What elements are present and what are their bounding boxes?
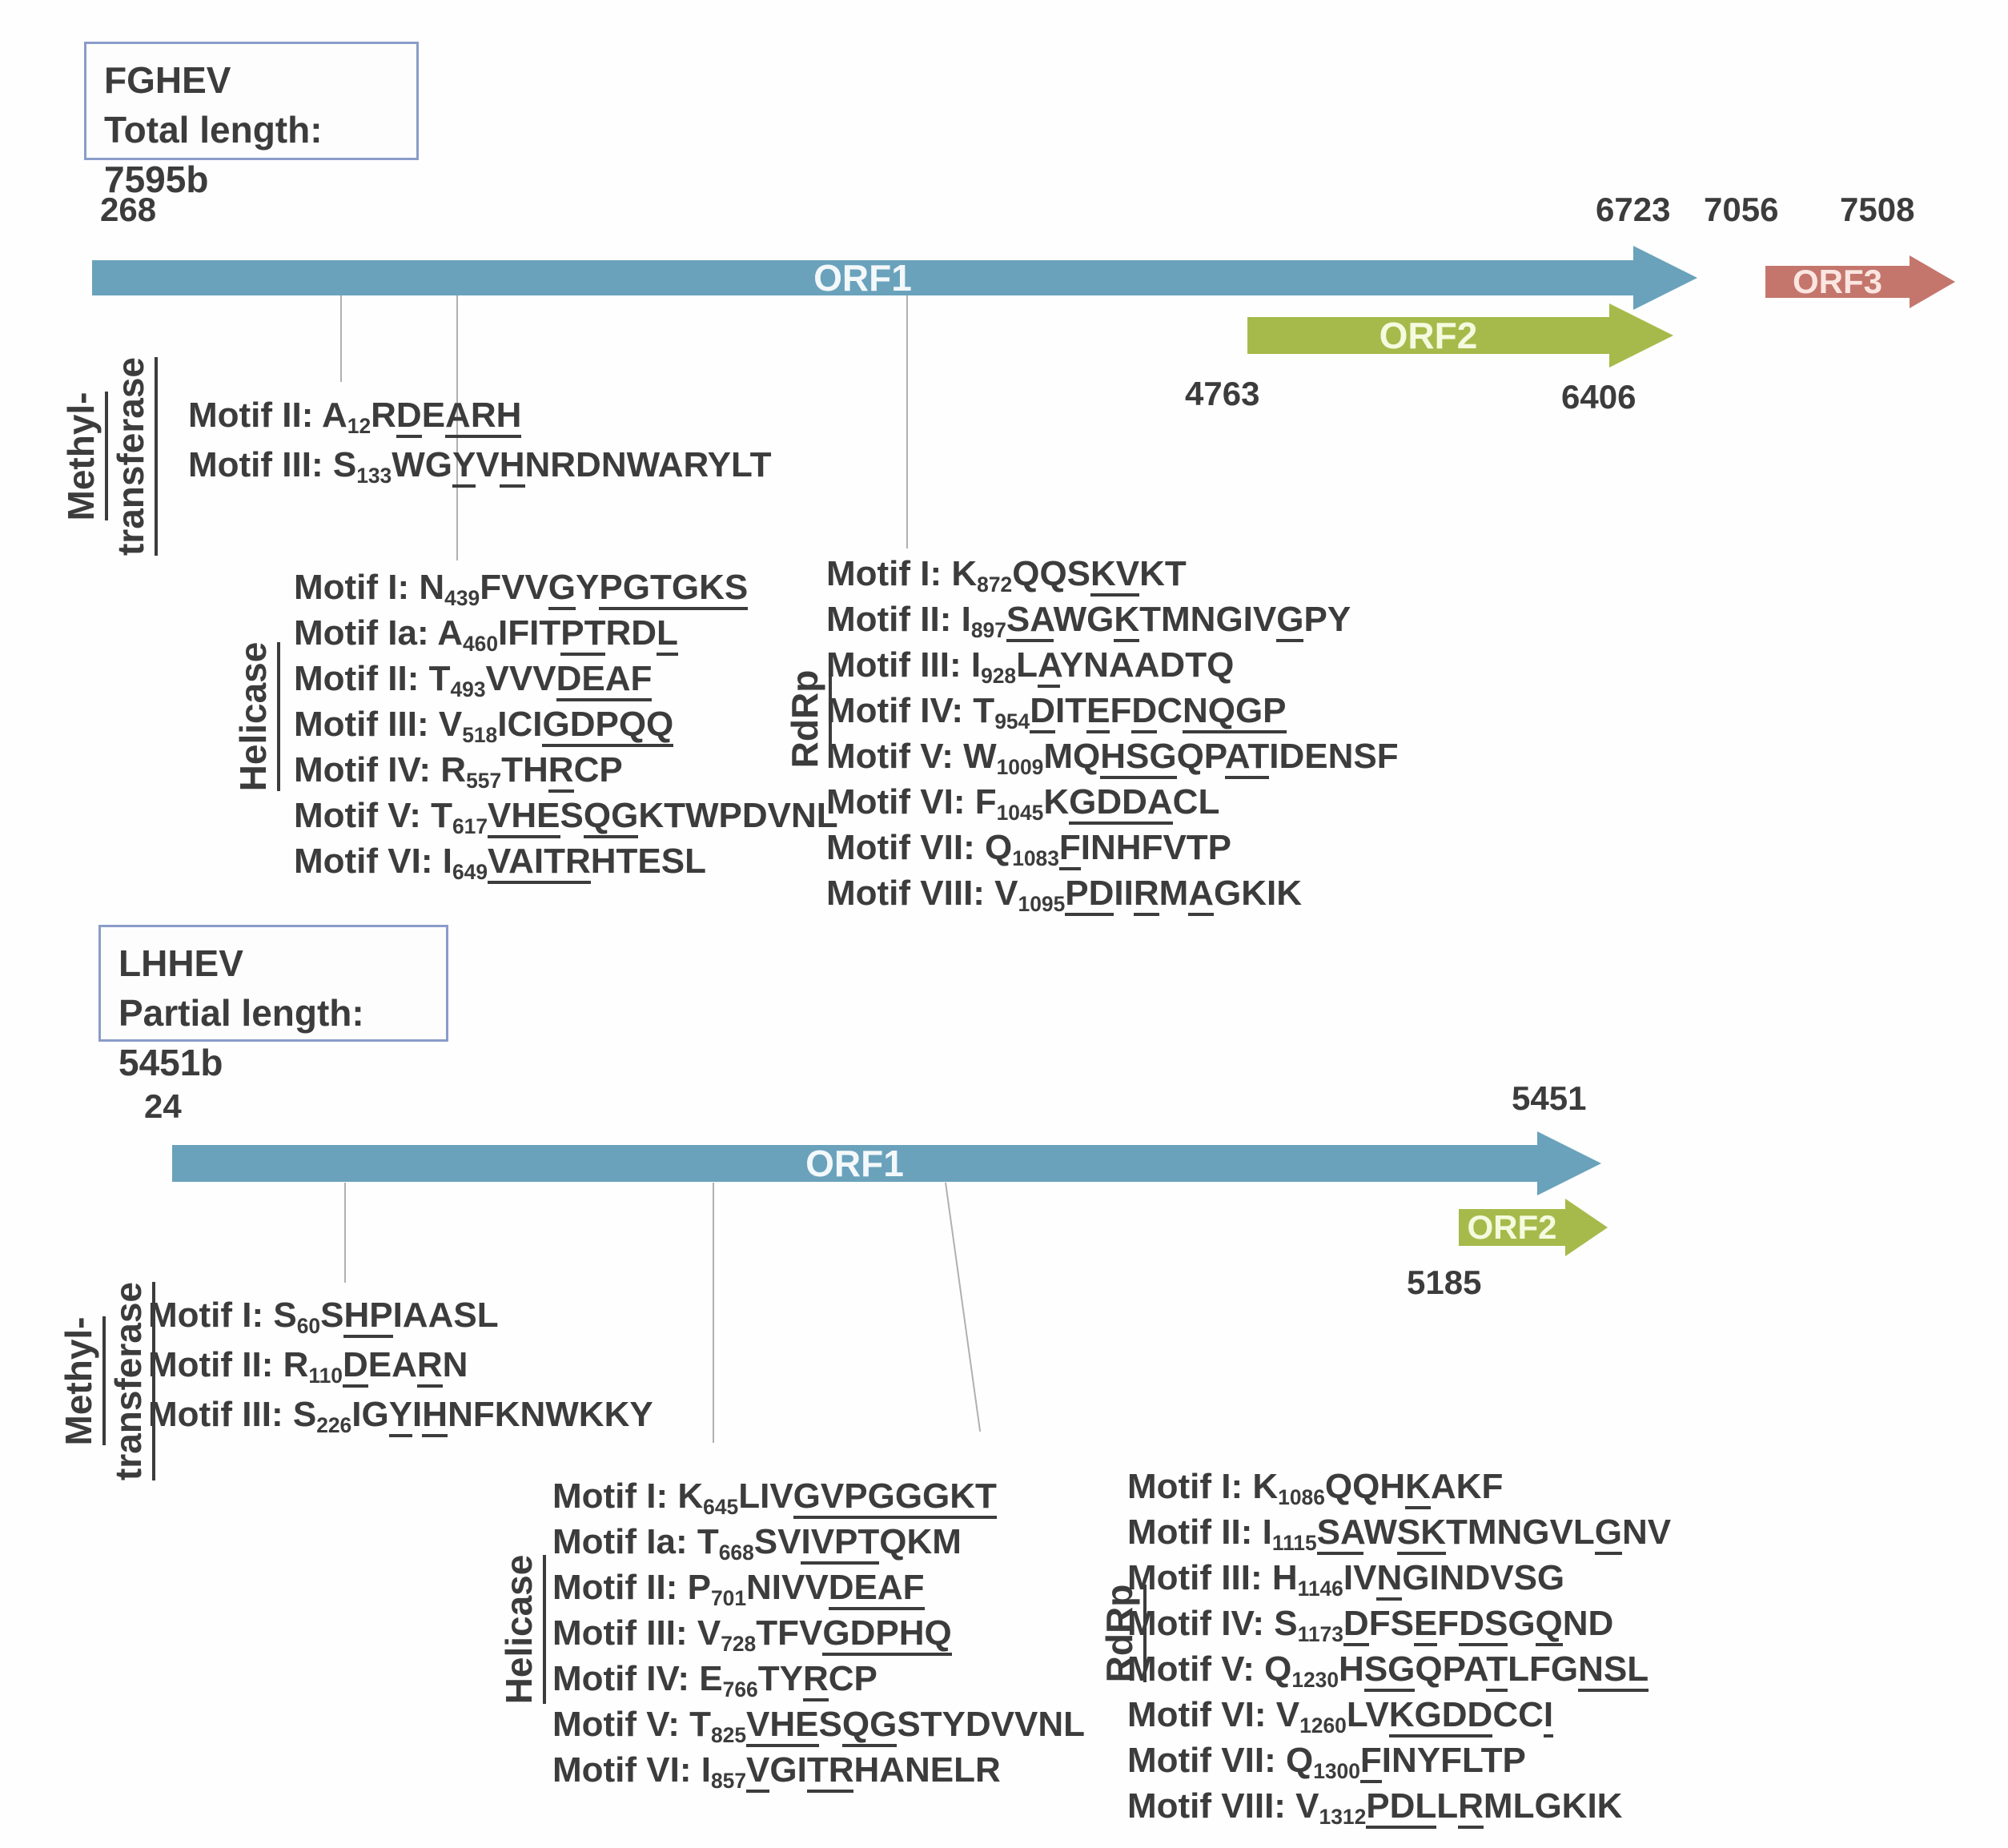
motif-line: Motif IV: E766TYRCP [552,1659,877,1701]
coord-orf3-start: 7056 [1704,191,1779,228]
coord-orf2-end: 6406 [1561,378,1637,416]
coord-orf1-start: 268 [100,191,157,228]
orf1-label: ORF1 [805,1143,904,1184]
strain-length: Total length: 7595b [104,109,323,200]
coord-orf1-start: 24 [144,1087,182,1125]
domain-label-line: transferase [108,356,158,556]
connector-helicase [713,1183,714,1443]
motif-line: Motif III: S133WGYVHNRDNWARYLT [188,445,772,488]
motif-line: Motif II: I897SAWGKTMNGIVGPY [826,600,1351,642]
motif-line: Motif Ia: T668SVIVPTQKM [552,1522,962,1565]
motif-line: Motif II: P701NIVVDEAF [552,1568,925,1610]
motif-line: Motif II: T493VVVDEAF [294,659,653,701]
orf1-arrowhead [1633,246,1697,310]
orf1-shaft [92,260,1633,295]
motif-line: Motif V: W1009MQHSGQPATIDENSF [826,737,1399,779]
connector-methyltransferase [340,295,342,382]
orf2-arrowhead [1565,1199,1608,1256]
fghev-title-box: FGHEV Total length: 7595b [84,42,419,200]
motif-line: Motif II: I1115SAWSKTMNGVLGNV [1127,1513,1672,1555]
helicase-domain-label: Helicase [231,613,280,821]
strain-name: LHHEV [118,942,243,984]
connector-methyltransferase [344,1183,346,1283]
motif-line: Motif III: V728TFVGDPHQ [552,1613,952,1656]
motif-line: Motif III: H1146IVNGINDVSG [1127,1558,1565,1601]
orf3-arrowhead [1910,255,1955,308]
orf2-shaft [1247,317,1609,354]
orf2-label: ORF2 [1379,315,1478,356]
coord-orf2-start: 5185 [1407,1263,1482,1301]
strain-name: FGHEV [104,59,231,101]
motif-line: Motif VI: F1045KGDDACL [826,782,1220,825]
orf2-label: ORF2 [1467,1208,1557,1246]
motif-line: Motif I: K872QQSKVKT [826,554,1187,597]
helicase-domain-label: Helicase [496,1525,546,1734]
motif-line: Motif VII: Q1083FINHFVTP [826,828,1232,870]
connector-helicase [456,295,458,560]
motif-line: Motif VIII: V1095PDIIRMAGKIK [826,874,1303,916]
orf1-label: ORF1 [813,257,912,299]
motif-line: Motif VIII: V1312PDLLRMLGKIK [1127,1786,1623,1829]
orf3-label: ORF3 [1792,263,1882,300]
motif-line: Motif VI: V1260LVKGDDCCI [1127,1695,1554,1738]
motif-line: Motif IV: T954DITEFDCNQGP [826,691,1287,733]
motif-line: Motif VI: I857VGITRHANELR [552,1750,1001,1793]
motif-line: Motif II: R110DEARN [148,1345,468,1388]
orf2-shaft [1459,1209,1565,1246]
connector-rdrp [945,1182,982,1432]
motif-line: Motif V: Q1230HSGQPATLFGNSL [1127,1649,1649,1692]
methyltransferase-motifs: Motif I: S60SHPIAASL Motif II: R110DEARN M… [148,1291,653,1440]
motif-line: Motif Ia: A460IFITPTRDL [294,613,678,656]
motif-line: Motif IV: S1173DFSEFDSGQND [1127,1604,1614,1646]
methyltransferase-domain-label: Methyl- transferase [58,320,158,593]
orf1-shaft [172,1145,1537,1182]
coord-orf1-end: 5451 [1512,1079,1587,1117]
coord-orf1-end: 6723 [1596,191,1671,228]
domain-label-line: Helicase [496,1554,546,1705]
domain-label-line: Methyl- [56,1316,106,1446]
methyltransferase-domain-label: Methyl- transferase [56,1245,155,1517]
methyltransferase-motifs: Motif II: A12RDEARH Motif III: S133WGYVHN… [188,391,771,490]
motif-line: Motif III: S226IGYIHNFKNWKKY [148,1395,653,1437]
motif-line: Motif V: T617VHESQGKTWPDVNL [294,796,838,838]
orf2-arrowhead [1609,303,1673,368]
domain-label-line: Helicase [231,641,280,792]
lhhev-title-box: LHHEV Partial length: 5451b [98,925,448,1083]
connector-rdrp [906,295,908,548]
motif-line: Motif I: S60SHPIAASL [148,1296,499,1338]
motif-line: Motif II: A12RDEARH [188,396,522,438]
motif-line: Motif VI: I649VAITRHTESL [294,842,706,884]
orf3-shaft [1765,266,1910,298]
motif-line: Motif V: T825VHESQGSTYDVVNL [552,1705,1086,1747]
domain-label-line: Methyl- [58,392,108,521]
coord-orf2-start: 4763 [1185,375,1260,412]
motif-line: Motif IV: R557THRCP [294,750,623,793]
motif-line: Motif I: K1086QQHKAKF [1127,1467,1504,1509]
motif-line: Motif III: V518ICIGDPQQ [294,705,674,747]
motif-line: Motif I: K645LIVGVPGGGKT [552,1476,997,1519]
strain-length: Partial length: 5451b [118,992,364,1083]
motif-line: Motif III: I928LAYNAADTQ [826,645,1235,688]
motif-line: Motif VII: Q1300FINYFLTP [1127,1741,1526,1783]
orf1-arrowhead [1537,1131,1601,1195]
motif-line: Motif I: N439FVVGYPGTGKS [294,568,749,610]
coord-orf3-end: 7508 [1840,191,1915,228]
